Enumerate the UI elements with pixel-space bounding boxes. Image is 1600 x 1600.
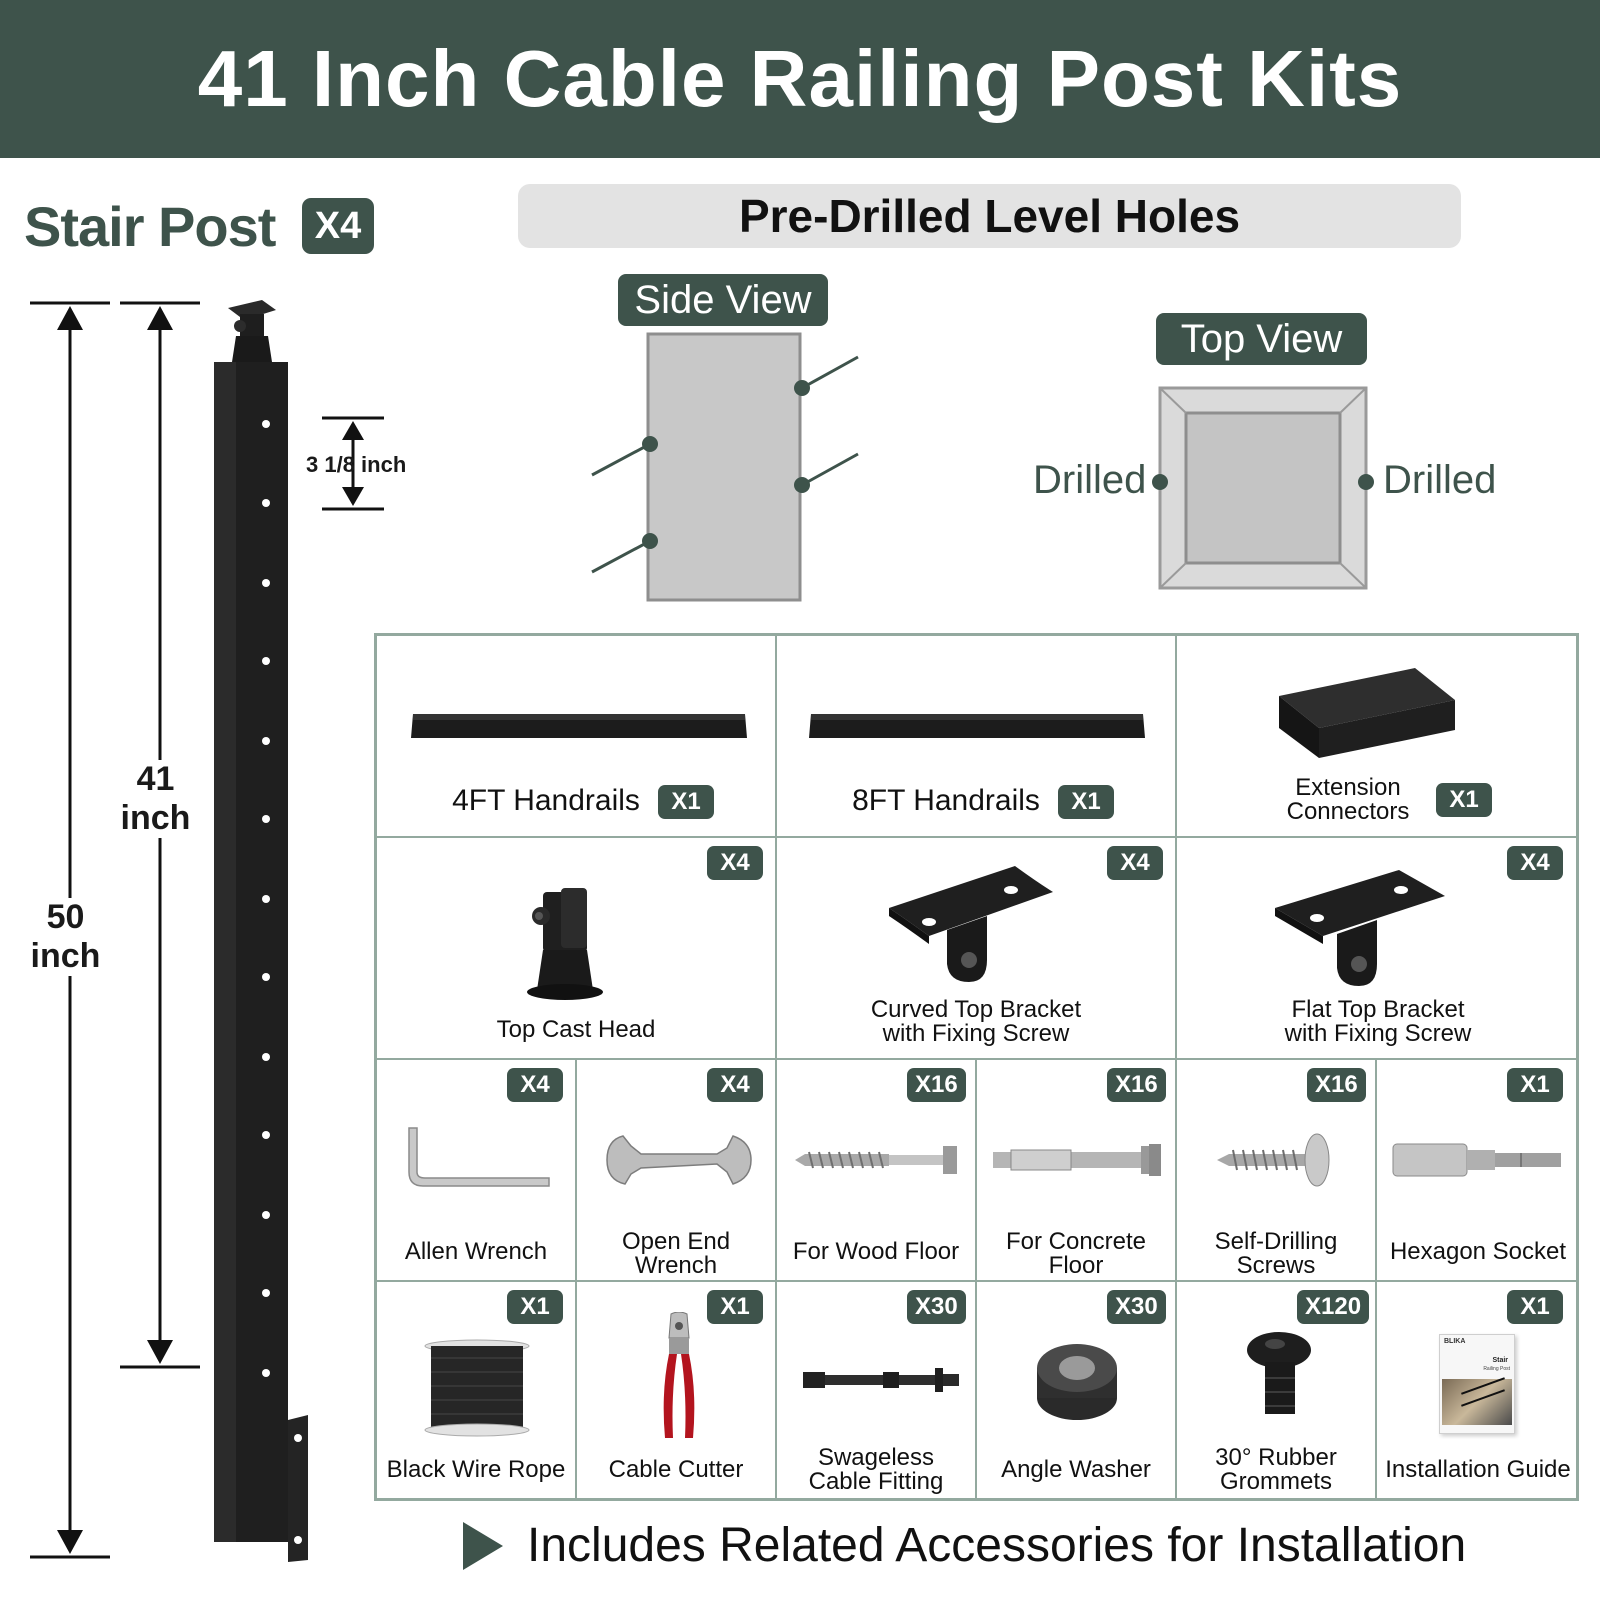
part-extension-connectors: Extension Connectors X1	[1177, 636, 1579, 838]
wire-rope-spool-icon	[424, 1339, 530, 1437]
part-rubber-grommets: X120 30° Rubber Grommets	[1177, 1282, 1377, 1498]
part-allen-wrench: X4 Allen Wrench	[377, 1060, 577, 1282]
cast-head-icon	[527, 888, 603, 1000]
cable-cutter-icon	[663, 1312, 695, 1438]
drilled-right-label: Drilled	[1383, 458, 1497, 502]
part-4ft-handrails: 4FT Handrails X1	[377, 636, 777, 838]
drilled-left-label: Drilled	[1033, 458, 1147, 502]
lag-bolt-icon	[795, 1146, 957, 1174]
installation-guide-icon: BLIKA Stair Railing Post	[1439, 1334, 1515, 1434]
part-swageless-cable-fitting: X30 Swageless Cable Fitting	[777, 1282, 977, 1498]
part-flat-top-bracket: X4 Flat Top Bracket with Fixing Screw	[1177, 838, 1579, 1060]
connector-block-icon	[1279, 668, 1455, 758]
stair-post-qty-badge: X4	[302, 198, 374, 254]
part-open-end-wrench: X4 Open End Wrench	[577, 1060, 777, 1282]
post-views-illustration	[591, 332, 1374, 602]
part-hexagon-socket: X1 Hexagon Socket	[1377, 1060, 1579, 1282]
part-cable-cutter: X1 Cable Cutter	[577, 1282, 777, 1498]
part-8ft-handrails: 8FT Handrails X1	[777, 636, 1177, 838]
curved-bracket-icon	[889, 866, 1053, 982]
part-installation-guide: X1 BLIKA Stair Railing Post Installation…	[1377, 1282, 1579, 1498]
rubber-grommet-icon	[1247, 1332, 1311, 1414]
top-view-tag: Top View	[1156, 313, 1367, 365]
flat-bracket-icon	[1275, 870, 1445, 986]
header-banner: 41 Inch Cable Railing Post Kits	[0, 0, 1600, 158]
side-view-tag: Side View	[618, 274, 828, 326]
handrail-icon	[411, 714, 747, 738]
handrail-icon	[809, 714, 1145, 738]
part-angle-washer: X30 Angle Washer	[977, 1282, 1177, 1498]
allen-wrench-icon	[408, 1127, 550, 1187]
part-top-cast-head: X4 Top Cast Head	[377, 838, 777, 1060]
self-drilling-screw-icon	[1217, 1133, 1330, 1187]
part-self-drilling-screws: X16 Self-Drilling Screws	[1177, 1060, 1377, 1282]
footer-note: Includes Related Accessories for Install…	[463, 1518, 1466, 1573]
predrilled-holes-banner: Pre-Drilled Level Holes	[518, 184, 1461, 248]
parts-grid: 4FT Handrails X1 8FT Handrails X1 Extens…	[374, 633, 1579, 1501]
post-height-label: 41 inch	[108, 760, 203, 839]
part-concrete-floor-anchor: X16 For Concrete Floor	[977, 1060, 1177, 1282]
stair-post-title: Stair Post	[24, 195, 276, 258]
anchor-bolt-icon	[993, 1144, 1161, 1176]
part-wood-floor-lag-bolt: X16 For Wood Floor	[777, 1060, 977, 1282]
part-curved-top-bracket: X4 Curved Top Bracket with Fixing Screw	[777, 838, 1177, 1060]
angle-washer-icon	[1037, 1344, 1117, 1420]
total-height-label: 50 inch	[18, 898, 113, 977]
part-black-wire-rope: X1 Black Wire Rope	[377, 1282, 577, 1498]
stair-post-illustration	[30, 300, 384, 1562]
open-end-wrench-icon	[606, 1135, 752, 1185]
cable-fitting-icon	[803, 1368, 959, 1392]
page-title: 41 Inch Cable Railing Post Kits	[197, 34, 1403, 123]
hex-socket-icon	[1392, 1143, 1561, 1177]
hole-spacing-label: 3 1/8 inch	[306, 452, 407, 477]
play-arrow-icon	[463, 1521, 503, 1570]
